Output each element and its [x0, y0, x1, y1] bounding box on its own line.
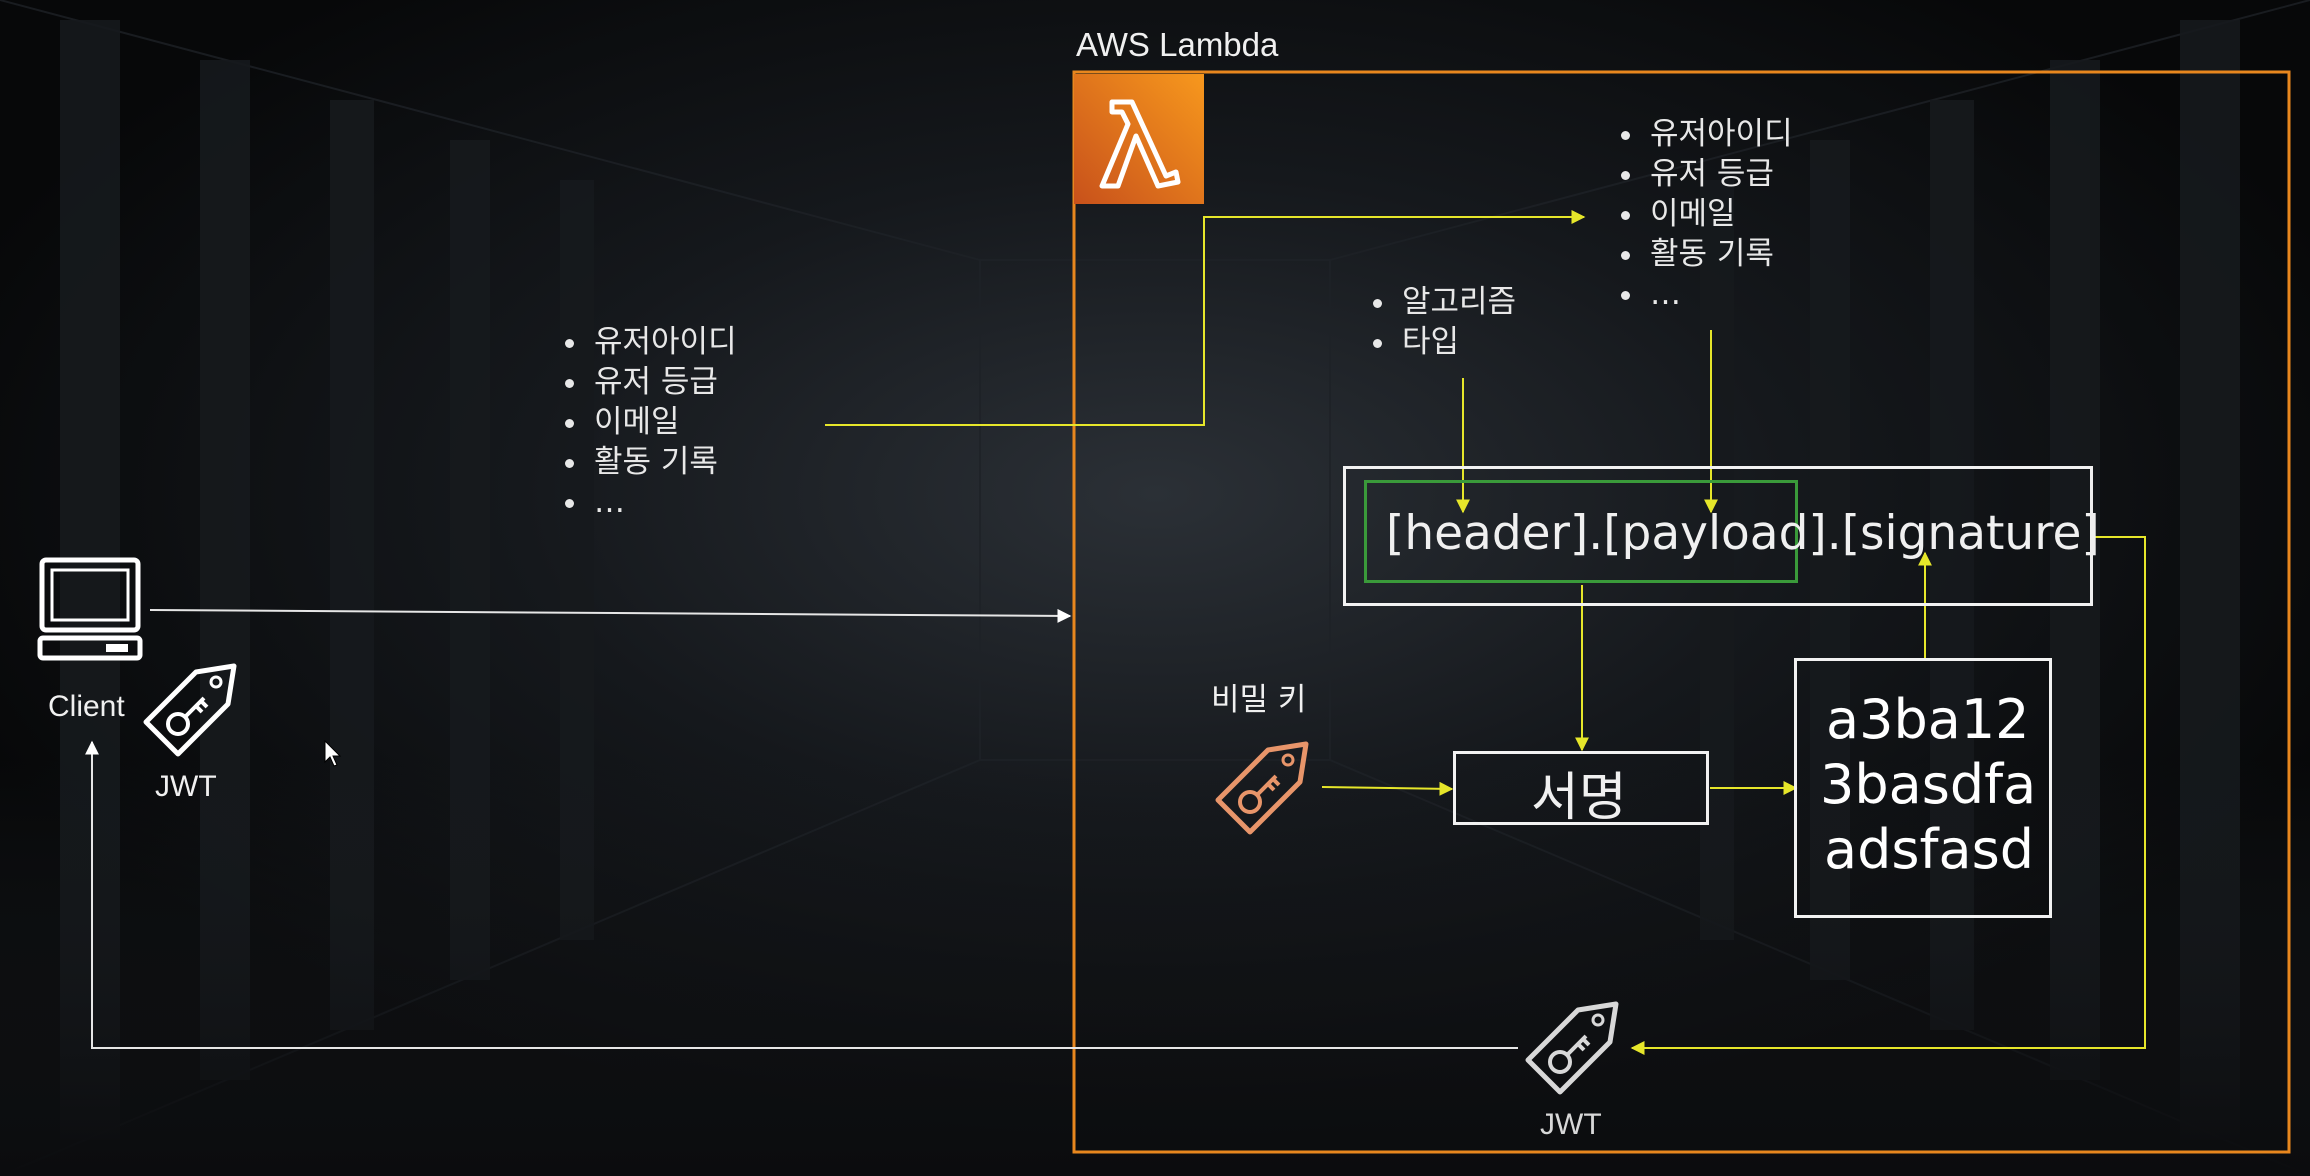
list-item: 이메일: [1646, 194, 1793, 234]
signature-value-box: [1794, 658, 2052, 918]
sign-box: [1453, 751, 1709, 825]
signature-value-line-3: adsfasd: [1824, 818, 2035, 881]
list-item: 유저 등급: [590, 362, 737, 402]
secret-key-tag-icon: [1210, 730, 1320, 840]
header-claims-list: 알고리즘 타입: [1354, 282, 1516, 362]
lambda-title: AWS Lambda: [1076, 26, 1279, 63]
list-item: 유저아이디: [590, 322, 737, 362]
signature-value-line-2: 3basdfa: [1820, 753, 2037, 816]
client-key-tag-icon: [138, 652, 248, 762]
list-item: 타입: [1398, 322, 1516, 362]
header-payload-highlight: [1364, 480, 1798, 583]
key-to-sign-arrow: [1321, 781, 1454, 796]
computer-icon: [36, 556, 146, 662]
client-token-label: JWT: [155, 770, 217, 803]
list-item: 활동 기록: [1646, 234, 1793, 274]
list-item: 유저 등급: [1646, 154, 1793, 194]
mouse-cursor-icon: [324, 739, 344, 770]
output-key-tag-icon: [1520, 990, 1630, 1100]
signature-value-line-1: a3ba12: [1826, 688, 2030, 751]
lambda-boundary: [1072, 70, 2291, 1154]
list-item: 알고리즘: [1398, 282, 1516, 322]
list-item: 활동 기록: [590, 442, 737, 482]
output-token-label: JWT: [1540, 1108, 1602, 1141]
lambda-icon: [1074, 74, 1204, 204]
list-item: 이메일: [590, 402, 737, 442]
payload-claims-list: 유저아이디 유저 등급 이메일 활동 기록 …: [1602, 114, 1793, 314]
jwt-return-arrow: [85, 740, 1518, 1049]
secret-key-label: 비밀 키: [1211, 682, 1307, 718]
token-to-jwt-arrow: [1630, 536, 2146, 1055]
sign-label: 서명: [1531, 768, 1627, 828]
token-structure-box: [1343, 466, 2093, 606]
token-structure-text: [header].[payload].[signature]: [1386, 506, 2100, 561]
claims-arrow: [825, 210, 1586, 426]
list-item: 유저아이디: [1646, 114, 1793, 154]
claims-list-left: 유저아이디 유저 등급 이메일 활동 기록 …: [546, 322, 737, 522]
list-item: …: [590, 482, 737, 522]
client-label: Client: [48, 690, 125, 723]
request-arrow: [149, 608, 1072, 623]
list-item: …: [1646, 274, 1793, 314]
